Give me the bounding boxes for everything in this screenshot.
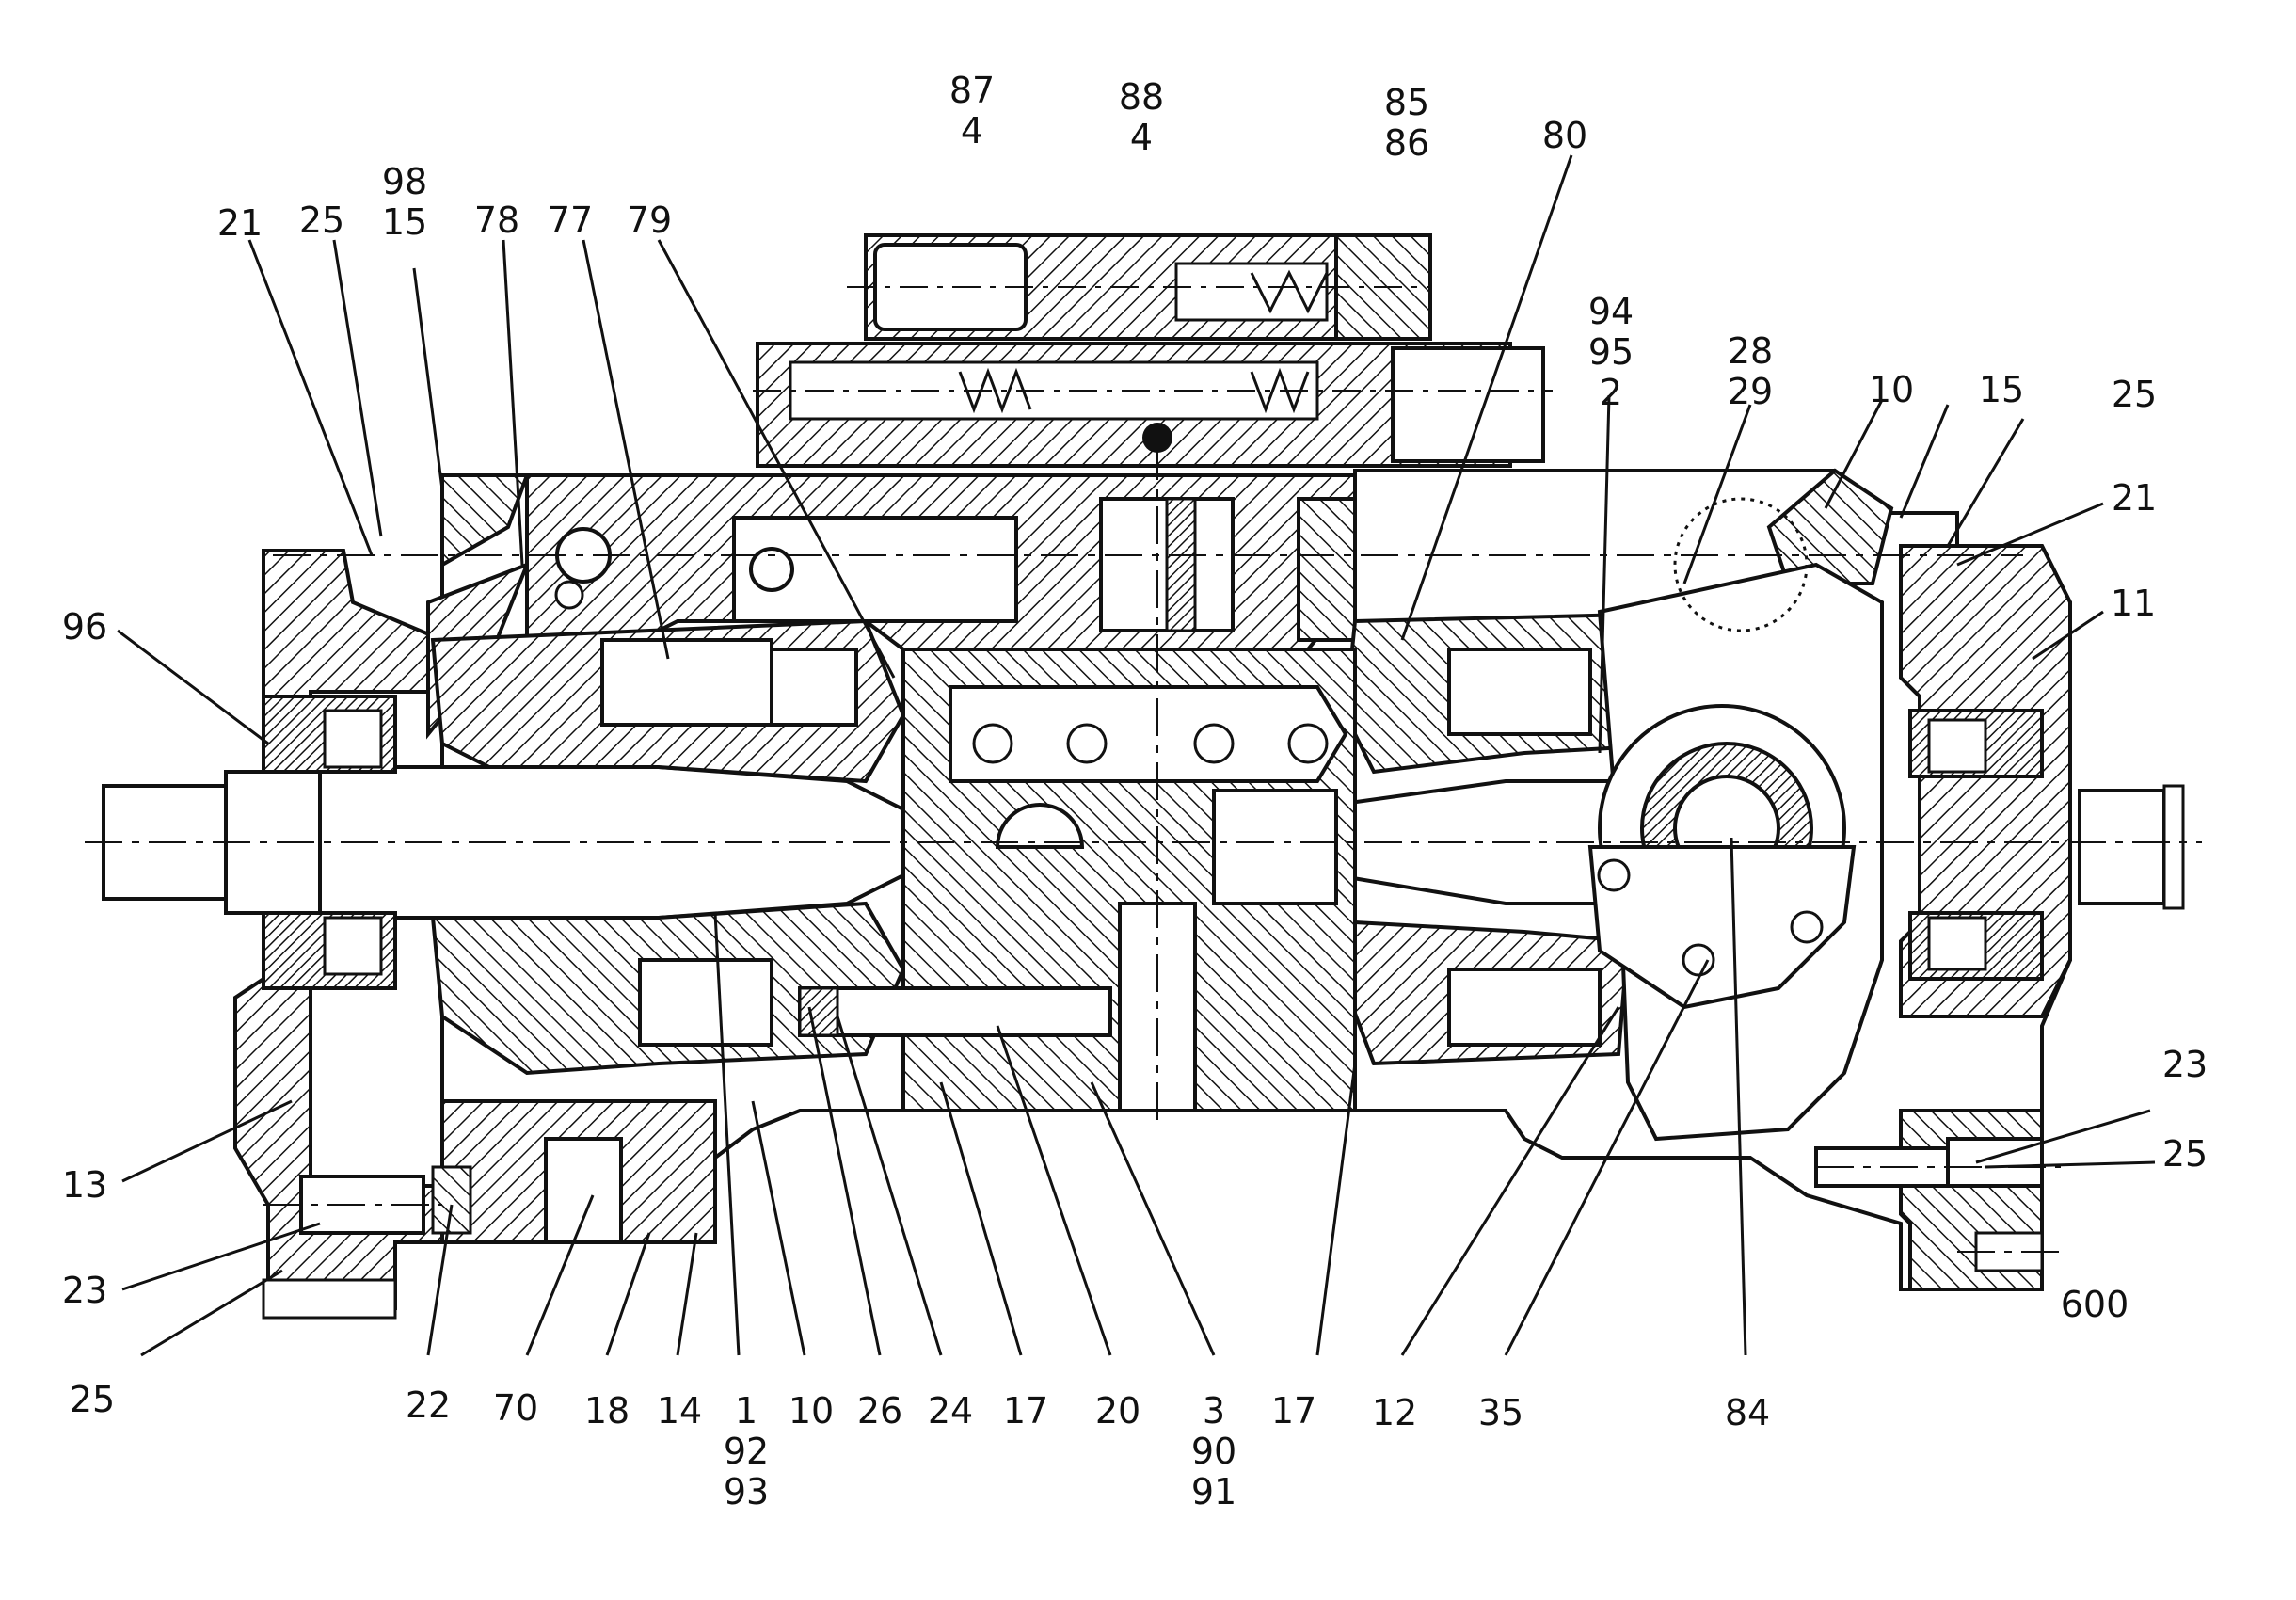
part-label-77: 77 (547, 200, 594, 241)
part-label-78: 78 (473, 200, 520, 241)
part-label-70: 70 (492, 1387, 539, 1429)
part-label-35: 35 (1477, 1392, 1524, 1433)
part-label-25-right-bottom: 25 (2161, 1133, 2208, 1175)
part-label-25-left-top: 25 (298, 200, 345, 241)
part-label-25-right-top: 25 (2111, 374, 2158, 415)
part-label-21-right: 21 (2111, 477, 2158, 519)
part-label-84: 84 (1724, 1392, 1771, 1433)
swashplate-gear (1587, 497, 1884, 1142)
part-label-14: 14 (656, 1390, 703, 1432)
leader-lines (117, 154, 2156, 1357)
part-label-20: 20 (1094, 1390, 1141, 1432)
part-label-600: 600 (2060, 1284, 2129, 1325)
lower-housing (262, 1099, 2044, 1320)
bearings (262, 695, 2044, 990)
part-label-15-right: 15 (1978, 369, 2025, 410)
part-label-17-b: 17 (1270, 1390, 1317, 1432)
part-label-24: 24 (927, 1390, 974, 1432)
control-valve-block (753, 233, 1553, 468)
part-label-13: 13 (61, 1164, 108, 1206)
part-label-80: 80 (1541, 115, 1588, 156)
part-label-10-bottom: 10 (788, 1390, 835, 1432)
part-label-11: 11 (2110, 583, 2157, 624)
part-label-26: 26 (856, 1390, 903, 1432)
part-label-79: 79 (626, 200, 673, 241)
part-label-23-right: 23 (2161, 1044, 2208, 1085)
part-label-22: 22 (405, 1384, 452, 1426)
part-label-23-left: 23 (61, 1270, 108, 1311)
part-label-18: 18 (583, 1390, 630, 1432)
part-label-10-top: 10 (1868, 369, 1915, 410)
part-label-25-left-bottom: 25 (69, 1379, 116, 1420)
part-label-96: 96 (61, 606, 108, 648)
part-label-21-left: 21 (216, 202, 263, 244)
center-port-block (798, 648, 1357, 1112)
part-label-17-a: 17 (1002, 1390, 1049, 1432)
part-label-12: 12 (1371, 1392, 1418, 1433)
